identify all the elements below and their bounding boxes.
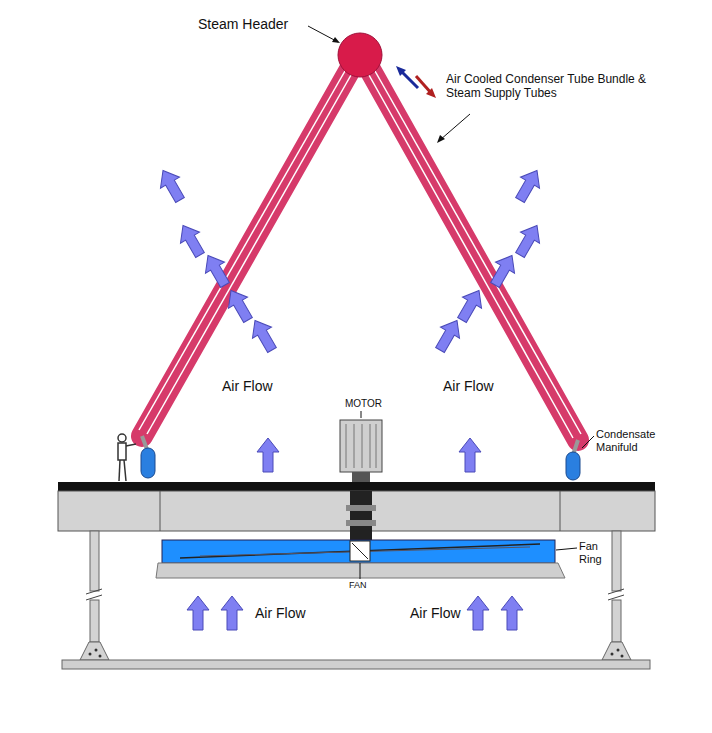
leader-line xyxy=(556,548,577,550)
fan-ring-label: Fan Ring xyxy=(579,540,619,566)
leg-break xyxy=(86,589,624,600)
air-flow-label: Air Flow xyxy=(255,605,325,622)
support-legs xyxy=(80,531,631,660)
tube-bundle xyxy=(139,64,581,455)
header-label: Steam Header xyxy=(198,16,308,33)
gearbox xyxy=(350,491,372,541)
motor xyxy=(340,420,382,482)
air-flow-label: Air Flow xyxy=(410,605,480,622)
steam-header xyxy=(338,33,382,77)
motor-label: MOTOR xyxy=(345,398,385,410)
foot-gravel xyxy=(89,649,624,658)
person-figure xyxy=(118,434,136,481)
air-flow-label: Air Flow xyxy=(222,378,292,395)
fan-ring xyxy=(162,540,555,563)
flow-arrows xyxy=(396,66,436,98)
fan-hub xyxy=(350,541,370,561)
leader-line xyxy=(582,436,594,448)
fan-skirt xyxy=(156,563,565,578)
foundation xyxy=(62,660,650,669)
leader-line xyxy=(360,563,361,579)
condensate-manifold xyxy=(566,452,580,480)
leader-line xyxy=(361,411,362,418)
manifold-label: Condensate Manifuld xyxy=(596,428,668,454)
bundle-label: Air Cooled Condenser Tube Bundle & Steam… xyxy=(446,72,656,101)
leader-line xyxy=(440,114,470,140)
fan-label: FAN xyxy=(349,580,379,591)
condensate-manifold xyxy=(141,448,155,478)
air-flow-label: Air Flow xyxy=(443,378,513,395)
deck xyxy=(58,482,655,491)
